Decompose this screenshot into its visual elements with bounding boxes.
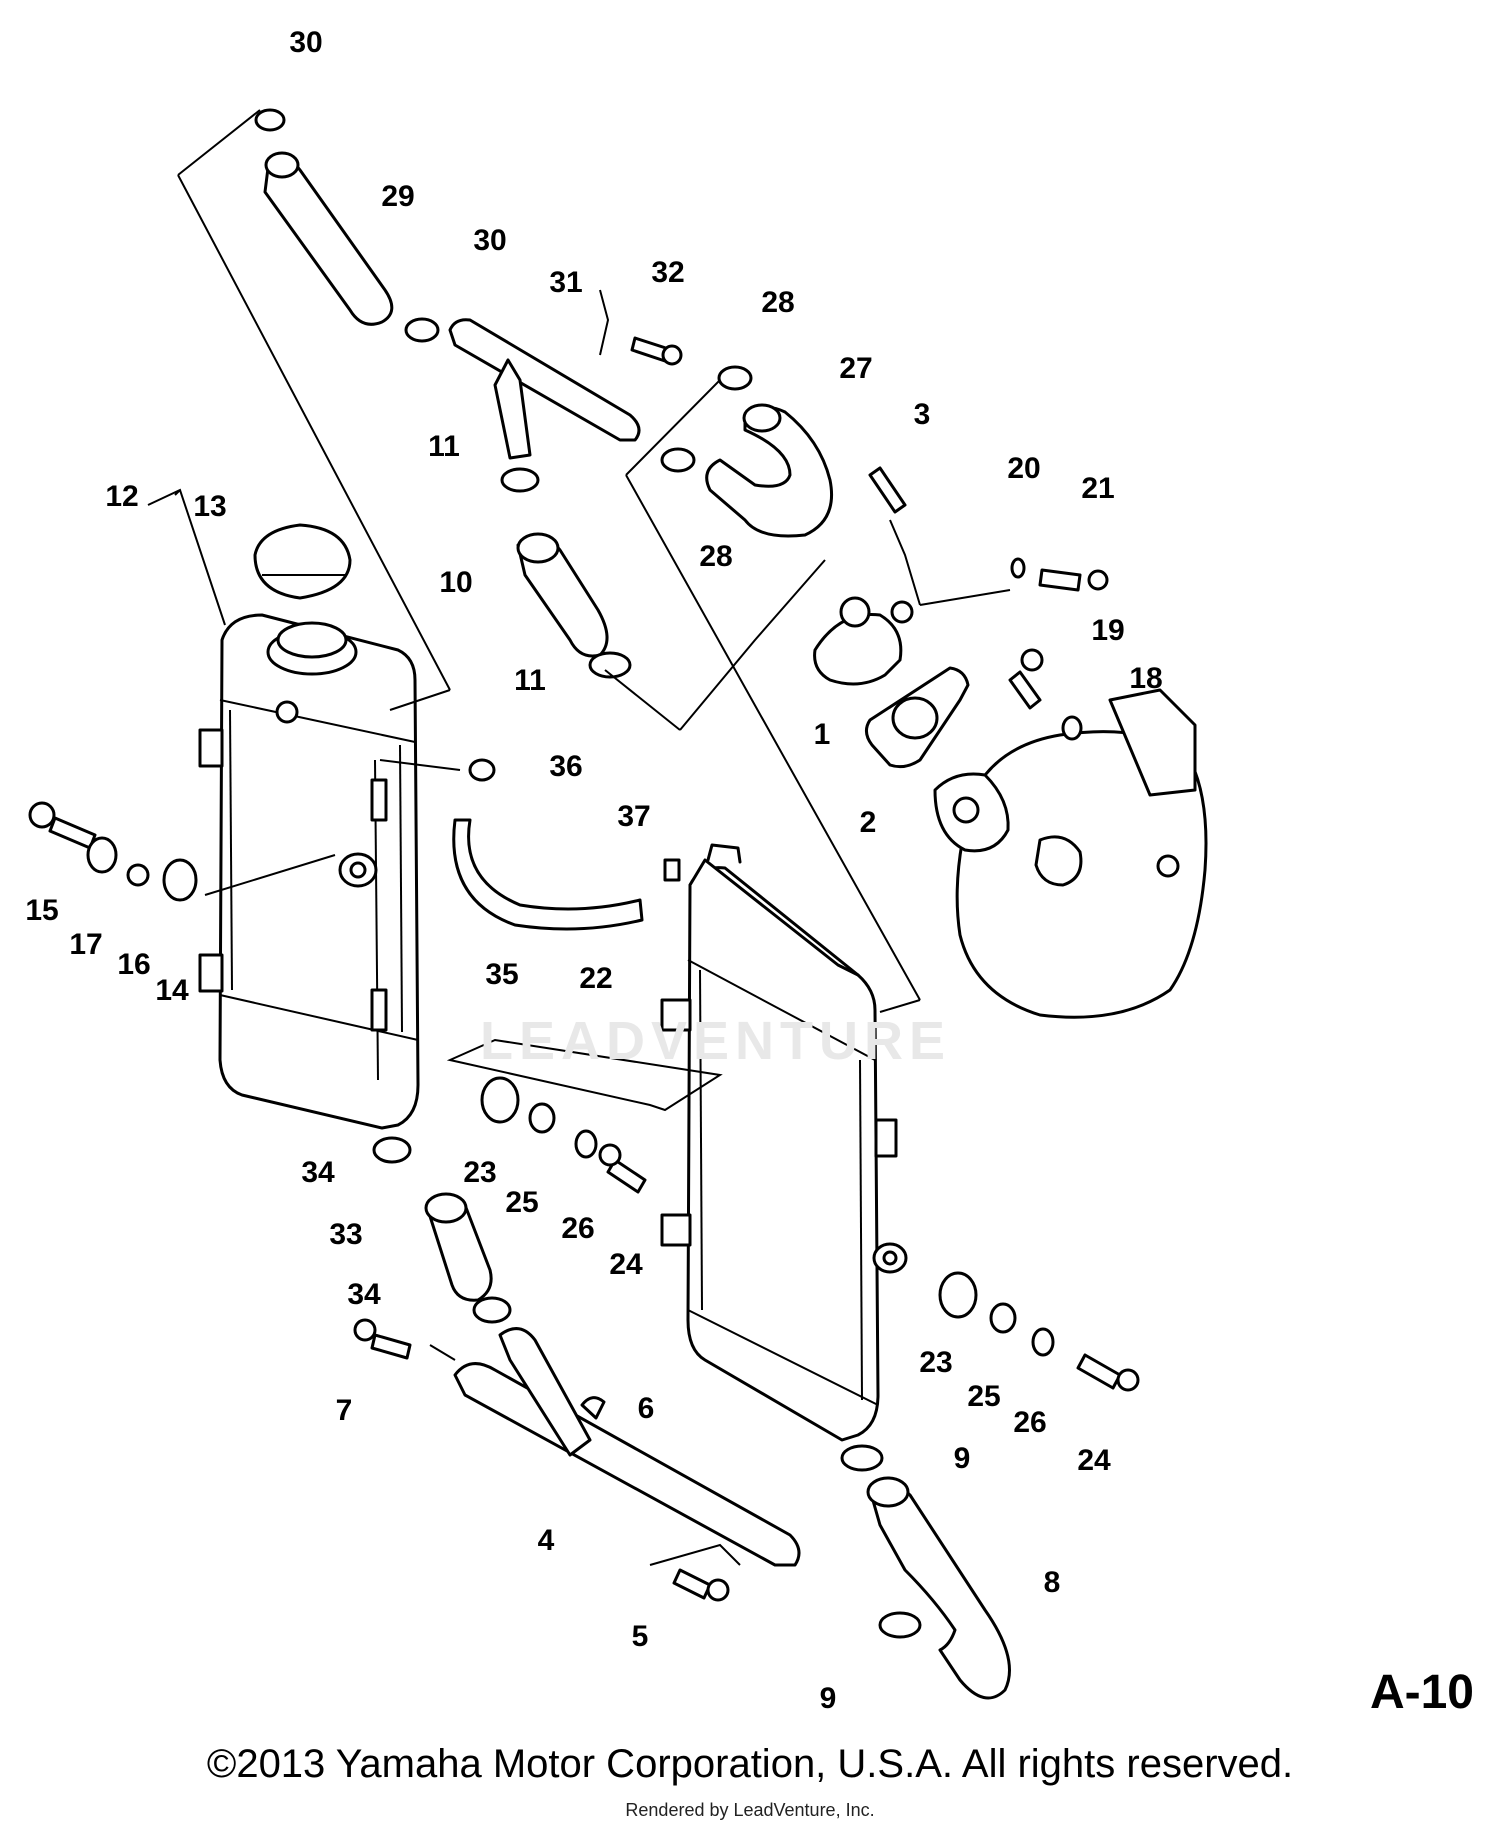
callout-17: 17 — [69, 928, 102, 961]
callout-13: 13 — [193, 490, 226, 523]
callout-29: 29 — [381, 180, 414, 213]
callout-37: 37 — [617, 800, 650, 833]
callout-28: 28 — [761, 286, 794, 319]
callout-16: 16 — [117, 948, 150, 981]
callout-30: 30 — [473, 224, 506, 257]
callout-24: 24 — [609, 1248, 643, 1281]
callout-3: 3 — [914, 398, 931, 431]
thermostat-cover — [813, 596, 914, 686]
pipe-4 — [453, 1327, 801, 1567]
callout-1: 1 — [814, 718, 831, 751]
callout-19: 19 — [1091, 614, 1124, 647]
gasket — [865, 666, 970, 769]
callout-24: 24 — [1077, 1444, 1111, 1477]
right-radiator — [660, 843, 908, 1442]
radiator-cap — [253, 523, 352, 600]
hose-27 — [705, 403, 834, 538]
callout-6: 6 — [638, 1392, 655, 1425]
callout-26: 26 — [561, 1212, 594, 1245]
callout-36: 36 — [549, 750, 582, 783]
callout-28: 28 — [699, 540, 732, 573]
callout-23: 23 — [463, 1156, 496, 1189]
callout-9: 9 — [820, 1682, 837, 1715]
callout-26: 26 — [1013, 1406, 1046, 1439]
water-pump-housing — [933, 688, 1208, 1019]
callout-34: 34 — [347, 1278, 381, 1311]
callout-4: 4 — [538, 1524, 555, 1557]
hardware — [28, 108, 1140, 1639]
left-radiator — [198, 613, 420, 1130]
callout-22: 22 — [579, 962, 612, 995]
callout-9: 9 — [954, 1442, 971, 1475]
page-code: A-10 — [1369, 1666, 1474, 1719]
hose-10 — [516, 532, 609, 658]
callout-labels: 30 29 30 31 32 28 27 28 3 20 21 11 10 11… — [25, 26, 1162, 1715]
hose-29 — [263, 151, 394, 326]
callout-14: 14 — [155, 974, 189, 1007]
callout-10: 10 — [439, 566, 472, 599]
callout-32: 32 — [651, 256, 684, 289]
callout-8: 8 — [1044, 1566, 1061, 1599]
callout-31: 31 — [549, 266, 582, 299]
callout-15: 15 — [25, 894, 58, 927]
callout-35: 35 — [485, 958, 518, 991]
callout-18: 18 — [1129, 662, 1162, 695]
callout-20: 20 — [1007, 452, 1040, 485]
callout-27: 27 — [839, 352, 872, 385]
callout-11: 11 — [514, 664, 546, 697]
hose-8 — [866, 1476, 1011, 1700]
callout-2: 2 — [860, 806, 877, 839]
callout-23: 23 — [919, 1346, 952, 1379]
callout-25: 25 — [505, 1186, 538, 1219]
hose-35 — [452, 818, 644, 931]
callout-7: 7 — [336, 1394, 353, 1427]
callout-30: 30 — [289, 26, 322, 59]
watermark: LEADVENTURE — [480, 1011, 952, 1071]
callout-11: 11 — [428, 430, 460, 463]
callout-12: 12 — [105, 480, 138, 513]
callout-34: 34 — [301, 1156, 335, 1189]
callout-33: 33 — [329, 1218, 362, 1251]
leader-lines — [147, 109, 1011, 1566]
rendered-by-credit: Rendered by LeadVenture, Inc. — [625, 1800, 875, 1820]
callout-25: 25 — [967, 1380, 1000, 1413]
callout-21: 21 — [1081, 472, 1114, 505]
pipe-31 — [448, 318, 641, 460]
callout-5: 5 — [632, 1620, 649, 1653]
hose-33 — [424, 1192, 493, 1302]
copyright-notice: ©2013 Yamaha Motor Corporation, U.S.A. A… — [206, 1742, 1294, 1786]
